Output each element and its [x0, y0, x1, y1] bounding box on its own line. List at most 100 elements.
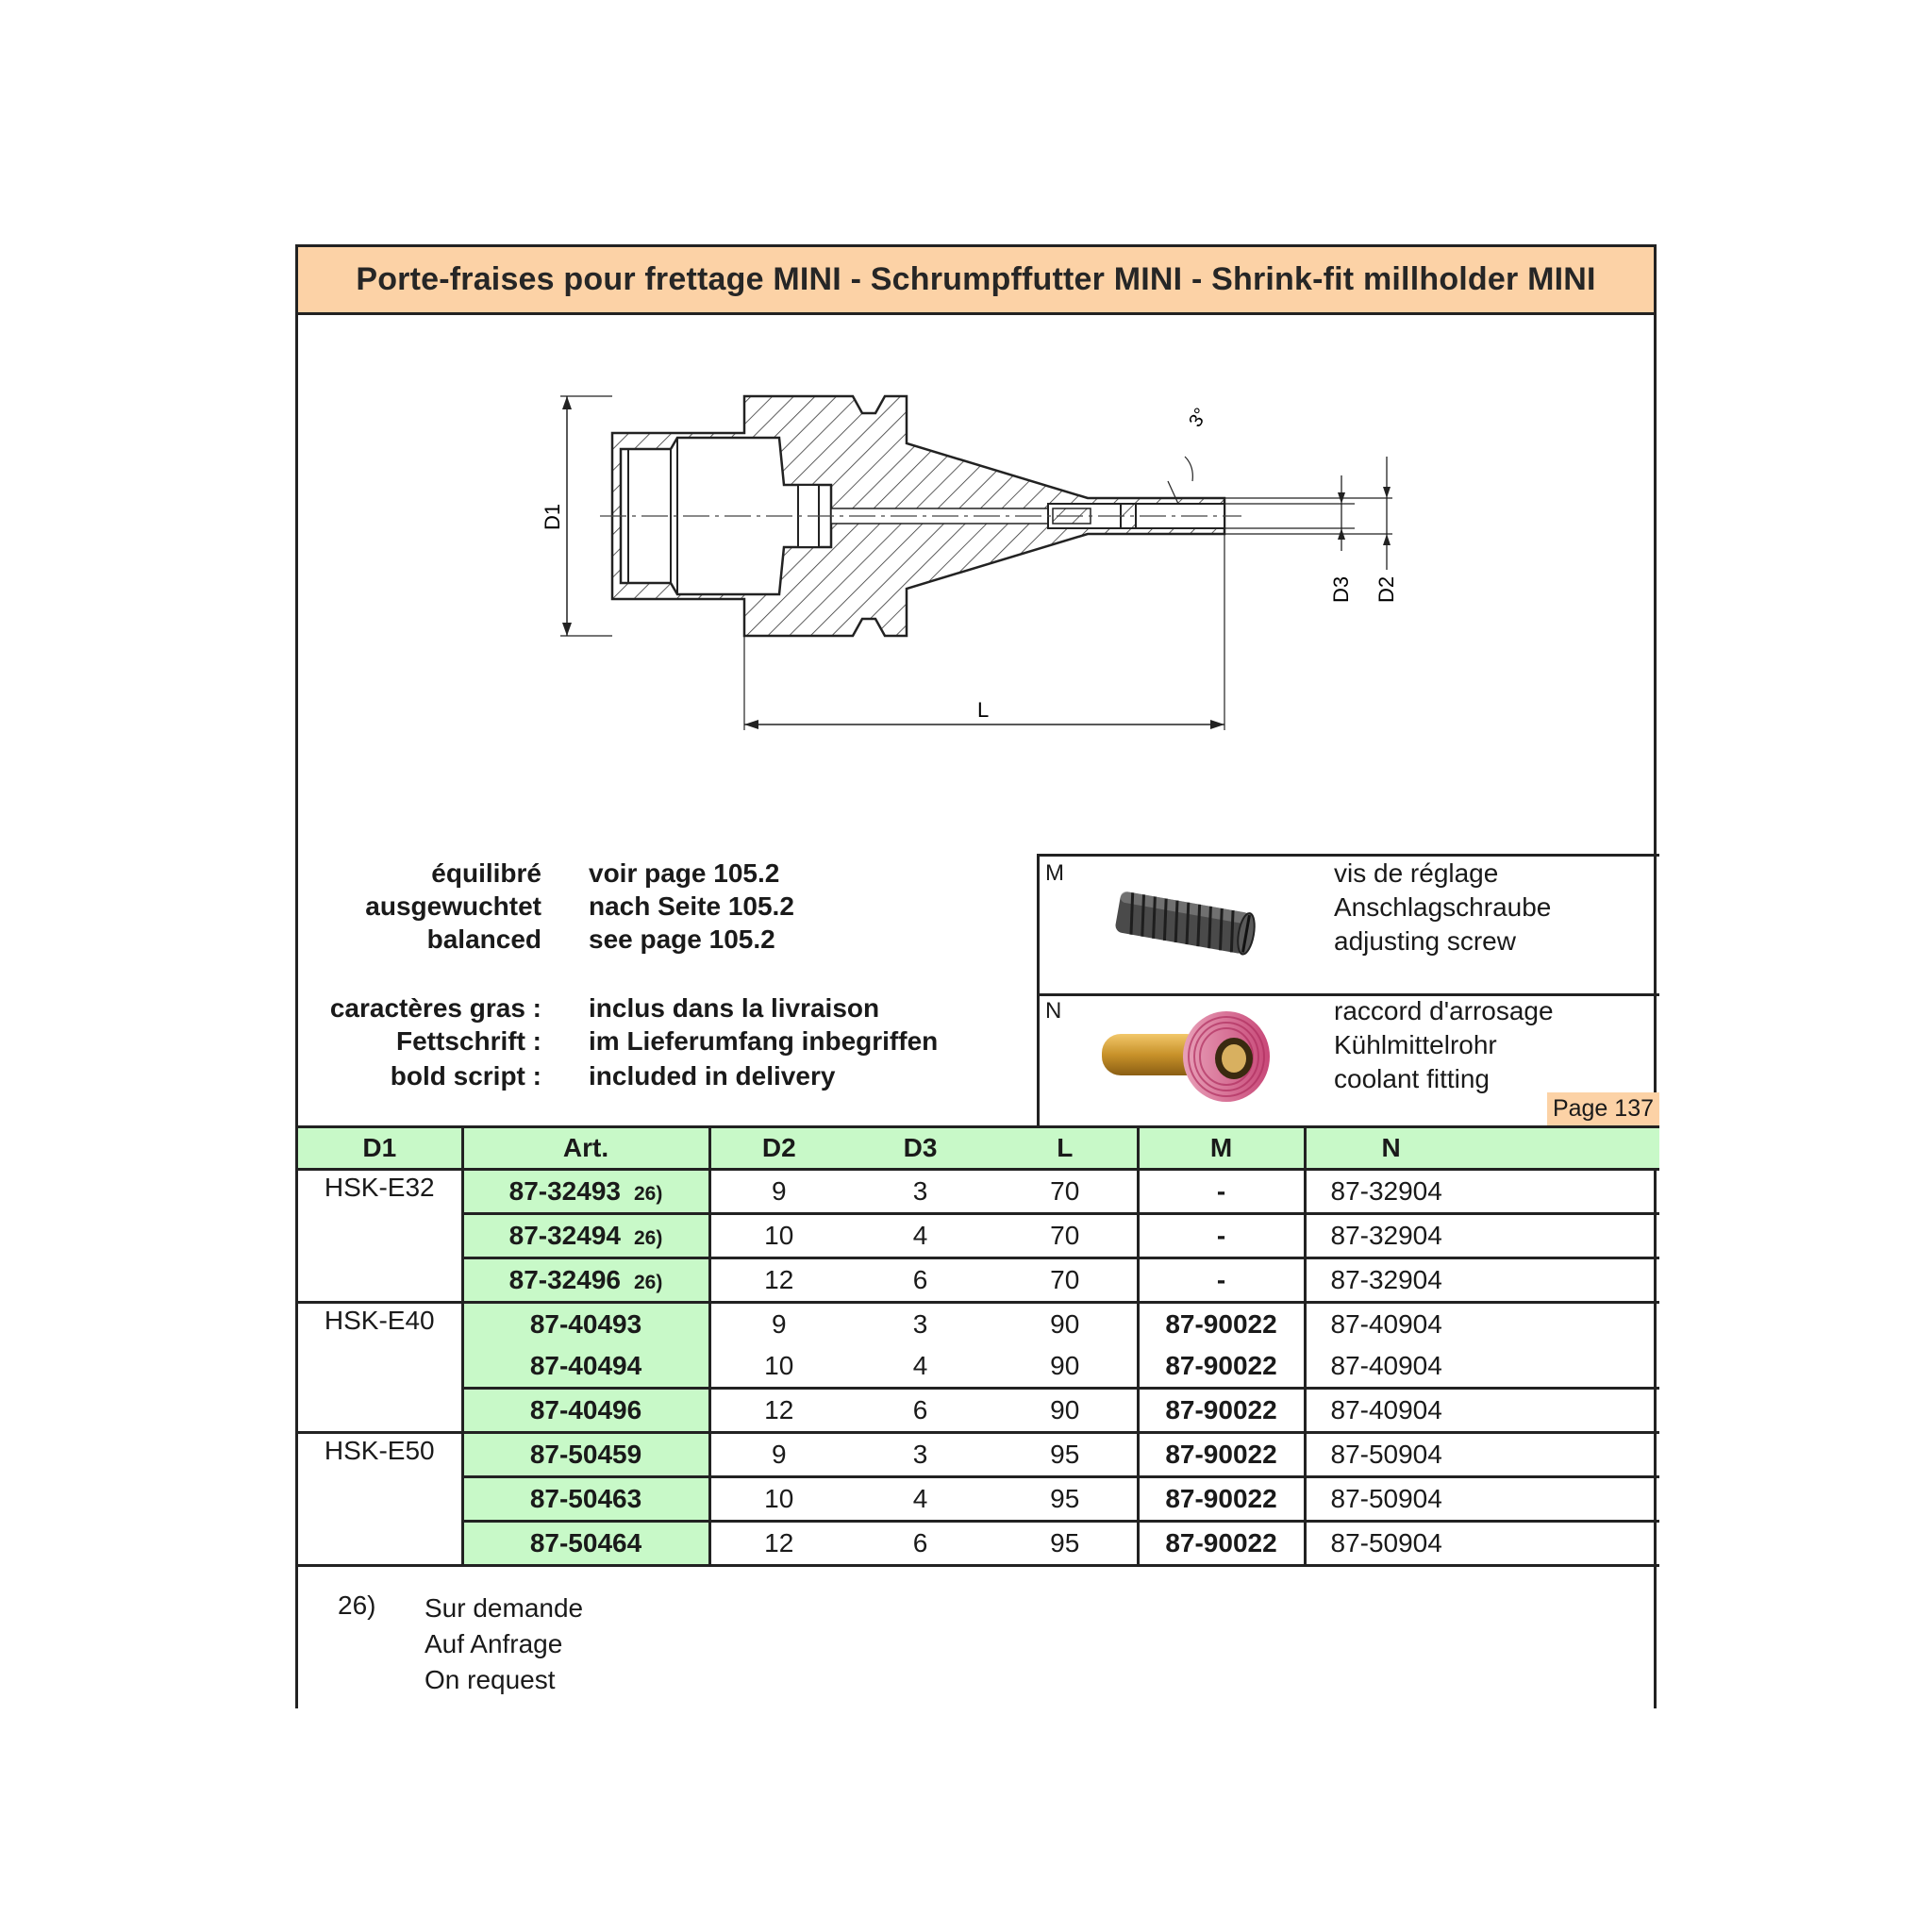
dim-d2-label: D2 [1374, 576, 1398, 603]
art-cell[interactable]: 87-40493 [460, 1302, 711, 1345]
accessory-m-letter: M [1045, 860, 1064, 886]
d3-cell: 4 [847, 1476, 993, 1523]
accessory-n-line-fr: raccord d'arrosage [1334, 996, 1554, 1025]
balanced-value-en: see page 105.2 [589, 924, 775, 954]
m-cell: - [1136, 1257, 1307, 1304]
d3-cell: 3 [847, 1169, 993, 1215]
art-cell[interactable]: 87-40494 [460, 1345, 711, 1390]
art-cell[interactable]: 87-50459 [460, 1432, 711, 1478]
d1-cell: HSK-E50 [298, 1432, 462, 1567]
d2-cell: 9 [709, 1169, 847, 1215]
bold-value-en: included in delivery [589, 1061, 836, 1091]
d1-cell: HSK-E40 [298, 1302, 462, 1434]
d2-cell: 10 [709, 1213, 847, 1259]
angle-label: 3° [1185, 405, 1212, 431]
bold-value-de: im Lieferumfang inbegriffen [589, 1026, 939, 1056]
l-cell: 70 [993, 1169, 1138, 1215]
footnote-line-en: On request [425, 1665, 556, 1694]
accessory-m-line-de: Anschlagschraube [1334, 892, 1552, 922]
accessories-box: M vis de réglage Anschlagschraube adjust… [1037, 854, 1659, 1125]
art-cell[interactable]: 87-50463 [460, 1476, 711, 1523]
header-d3: D3 [847, 1125, 993, 1171]
dim-d1-label: D1 [541, 504, 564, 530]
d1-cell: HSK-E32 [298, 1169, 462, 1304]
balanced-label-fr: équilibré [431, 858, 541, 888]
d3-cell: 4 [847, 1213, 993, 1259]
header-d2: D2 [708, 1125, 847, 1171]
shrink-fit-holder-drawing: D1 L D3 D2 3° [541, 394, 1398, 730]
d3-cell: 6 [847, 1521, 993, 1567]
d2-cell: 9 [709, 1432, 847, 1478]
d3-cell: 3 [847, 1432, 993, 1478]
n-cell: 87-40904 [1305, 1388, 1659, 1434]
n-cell: 87-32904 [1305, 1257, 1659, 1304]
d3-cell: 4 [847, 1345, 993, 1390]
table-row: 87-50464 12 6 95 87-90022 87-50904 [298, 1521, 1659, 1567]
coolant-fitting-icon [1102, 1011, 1270, 1102]
l-cell: 70 [993, 1213, 1138, 1259]
footnote-text: Sur demande Auf Anfrage On request [425, 1591, 583, 1698]
l-cell: 90 [993, 1388, 1138, 1434]
bold-label-en: bold script : [390, 1061, 541, 1091]
table-header-row: D1 Art. D2 D3 L M N [298, 1125, 1659, 1171]
d3-cell: 6 [847, 1388, 993, 1434]
d2-cell: 12 [709, 1388, 847, 1434]
m-cell: - [1136, 1213, 1307, 1259]
m-cell: - [1136, 1169, 1307, 1215]
accessory-m-line-en: adjusting screw [1334, 926, 1516, 956]
header-n: N [1303, 1125, 1659, 1171]
table-row: HSK-E50 87-50459 9 3 95 87-90022 87-5090… [298, 1432, 1659, 1567]
footnote-line-de: Auf Anfrage [425, 1629, 563, 1658]
n-cell: 87-40904 [1305, 1345, 1659, 1390]
dim-d3-label: D3 [1329, 576, 1353, 603]
footnote-line-fr: Sur demande [425, 1593, 584, 1623]
l-cell: 95 [993, 1476, 1138, 1523]
footnote-marker: 26) [633, 1183, 663, 1205]
n-cell: 87-50904 [1305, 1476, 1659, 1523]
art-cell[interactable]: 87-40496 [460, 1388, 711, 1434]
accessory-n-line-en: coolant fitting [1334, 1064, 1490, 1093]
bold-value-fr: inclus dans la livraison [589, 993, 880, 1023]
d2-cell: 10 [709, 1476, 847, 1523]
accessory-m-line-fr: vis de réglage [1334, 858, 1499, 888]
footnote-marker: 26) [633, 1227, 663, 1249]
l-cell: 90 [1050, 1309, 1080, 1339]
d2-cell: 12 [709, 1521, 847, 1567]
n-cell: 87-50904 [1305, 1432, 1659, 1478]
l-cell: 90 [993, 1345, 1138, 1390]
page-reference[interactable]: Page 137 [1546, 1092, 1659, 1125]
m-cell: 87-90022 [1136, 1345, 1307, 1390]
n-cell: 87-32904 [1305, 1213, 1659, 1259]
accessory-n-line-de: Kühlmittelrohr [1334, 1030, 1497, 1059]
m-cell: 87-90022 [1136, 1388, 1307, 1434]
art-cell[interactable]: 87-50464 [460, 1521, 711, 1567]
header-art: Art. [460, 1125, 709, 1171]
header-l: L [993, 1125, 1138, 1171]
title-bar: Porte-fraises pour frettage MINI - Schru… [298, 247, 1654, 315]
dim-l-label: L [977, 698, 989, 722]
m-cell: 87-90022 [1136, 1302, 1307, 1345]
n-cell: 87-32904 [1305, 1169, 1659, 1215]
m-cell: 87-90022 [1136, 1476, 1307, 1523]
footnote-marker: 26) [633, 1272, 663, 1293]
table-row: 87-40496 12 6 90 87-90022 87-40904 [298, 1388, 1659, 1434]
bold-label-fr: caractères gras : [329, 993, 541, 1023]
header-m: M [1136, 1125, 1305, 1171]
l-cell: 70 [993, 1257, 1138, 1304]
n-cell: 87-40904 [1330, 1309, 1442, 1339]
m-cell: 87-90022 [1136, 1521, 1307, 1567]
m-cell: 87-90022 [1136, 1432, 1307, 1478]
d2-cell: 9 [771, 1309, 787, 1339]
accessory-divider [1040, 993, 1659, 996]
l-cell: 95 [993, 1521, 1138, 1567]
d2-cell: 12 [709, 1257, 847, 1304]
accessory-n-letter: N [1045, 998, 1062, 1024]
footnote-ref: 26) [338, 1591, 376, 1620]
product-sheet: Porte-fraises pour frettage MINI - Schru… [295, 244, 1659, 1708]
d2-cell: 10 [709, 1345, 847, 1390]
